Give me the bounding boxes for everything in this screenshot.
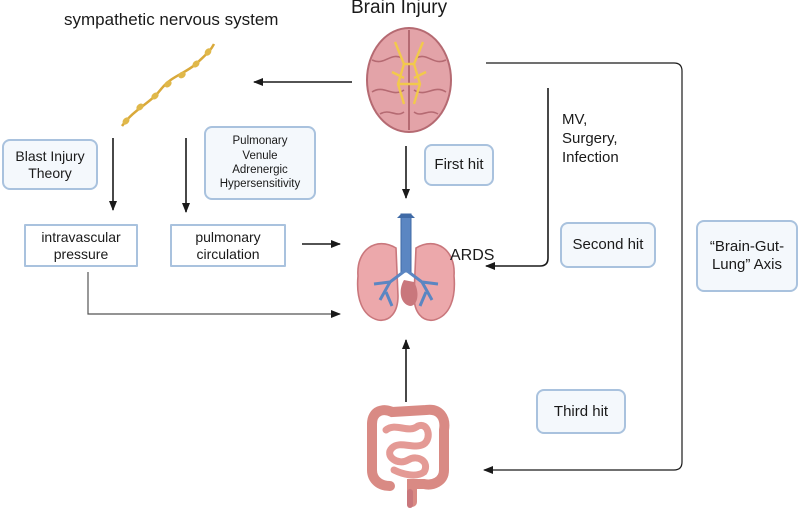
box-line: Lung” Axis <box>711 256 783 273</box>
pulmonary-venule-adrenergic-hypersensitivity-box: Pulmonary Venule Adrenergic Hypersensiti… <box>204 126 316 200</box>
intravascular-pressure-box: intravascular pressure <box>24 224 138 267</box>
arrow-third-hit <box>483 62 683 474</box>
infection-text: Infection <box>562 149 619 166</box>
intestine-icon <box>367 404 450 508</box>
box-line: Hypersensitivity <box>219 178 301 191</box>
box-line: pulmonary <box>195 228 261 245</box>
third-hit-box: Third hit <box>536 389 626 434</box>
first-hit-box: First hit <box>424 144 494 186</box>
brain-injury-label: Brain Injury <box>351 0 448 18</box>
lungs-icon <box>356 213 456 321</box>
arrow-second-hit <box>485 88 549 270</box>
nerve-fiber-icon <box>120 43 216 127</box>
mv-text: MV, <box>562 111 588 128</box>
box-line: pressure <box>53 245 109 262</box>
brain-gut-lung-axis-box: “Brain-Gut- Lung” Axis <box>696 220 798 292</box>
blast-injury-theory-box: Blast Injury Theory <box>2 139 98 190</box>
arrow-pressure-to-lungs <box>87 272 341 318</box>
mv-surgery-infection-label: MV, Surgery, Infection <box>562 110 619 167</box>
brain-icon <box>366 27 452 133</box>
box-line: “Brain-Gut- <box>709 238 785 255</box>
surgery-text: Surgery, <box>562 130 618 147</box>
second-hit-box: Second hit <box>560 222 656 268</box>
box-line: circulation <box>196 245 260 262</box>
box-line: Theory <box>28 164 72 181</box>
ards-label: ARDS <box>450 247 495 264</box>
box-line: intravascular <box>41 228 121 245</box>
box-line: Blast Injury <box>15 147 85 164</box>
box-line: Adrenergic <box>232 164 288 176</box>
box-line: Pulmonary <box>232 135 288 148</box>
pulmonary-circulation-box: pulmonary circulation <box>170 224 286 267</box>
box-line: Venule <box>242 149 278 162</box>
sympathetic-nervous-system-label: sympathetic nervous system <box>64 10 279 29</box>
